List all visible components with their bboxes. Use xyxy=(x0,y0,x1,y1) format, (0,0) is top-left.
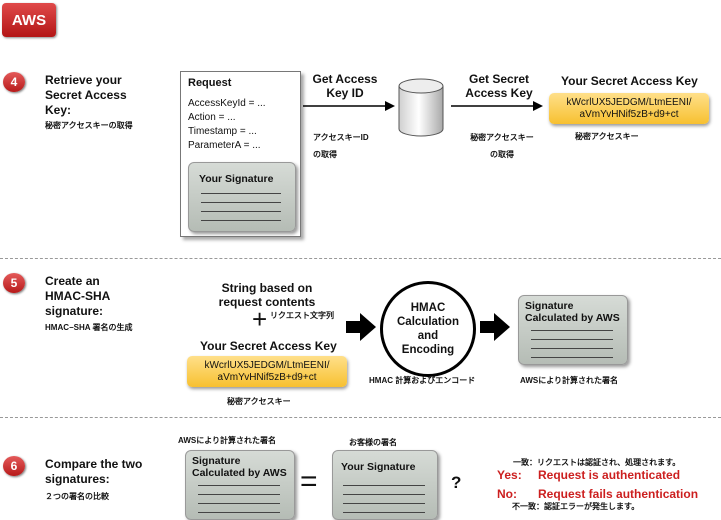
secret-key-card: kWcrlUX5JEDGM/LtmEENI/ aVmYvHNif5zB+d9+c… xyxy=(549,93,709,124)
request-line: AccessKeyId = ... xyxy=(188,98,266,109)
aws-signature-card: Signature Calculated by AWS xyxy=(518,295,628,365)
block-arrow-icon xyxy=(480,313,510,341)
step-5-title: Create an HMAC-SHA signature: xyxy=(45,274,111,318)
compare-aws-signature-label: Signature Calculated by AWS xyxy=(192,455,287,479)
equals-icon: = xyxy=(300,465,318,498)
right-signature-jp: お客様の署名 xyxy=(349,438,397,447)
compare-your-signature-card: Your Signature xyxy=(332,450,438,520)
request-title: Request xyxy=(188,77,232,89)
request-line: Action = ... xyxy=(188,112,236,123)
step-4-jp: 秘密アクセスキーの取得 xyxy=(45,121,133,130)
block-arrow-icon xyxy=(346,313,376,341)
step5-key-title: Your Secret Access Key xyxy=(200,339,337,353)
arrow1-jp: アクセスキーID の取得 xyxy=(313,133,369,159)
no-jp: 不一致：認証エラーが発生します。 xyxy=(512,502,640,511)
yes-jp: 一致：リクエストは認証され、処理されます。 xyxy=(513,458,681,467)
compare-your-signature-label: Your Signature xyxy=(341,461,416,473)
arrow1-label: Get Access Key ID xyxy=(312,72,378,100)
step-6-marker: 6 xyxy=(3,456,25,476)
step-6-title: Compare the two signatures: xyxy=(45,457,143,486)
step-6-jp: ２つの署名の比較 xyxy=(45,492,109,501)
step-5-marker: 5 xyxy=(3,273,25,293)
divider xyxy=(0,258,721,259)
no-text: Request fails authentication xyxy=(538,487,699,501)
step5-key-jp: 秘密アクセスキー xyxy=(227,397,291,406)
left-signature-jp: AWSにより計算された署名 xyxy=(178,436,277,445)
yes-label: Yes: xyxy=(497,468,522,482)
step-4-marker: 4 xyxy=(3,72,25,92)
divider xyxy=(0,417,721,418)
string-jp: リクエスト文字列 xyxy=(270,311,334,320)
plus-icon: + xyxy=(252,304,268,334)
hmac-calculation-node: HMAC Calculation and Encoding xyxy=(380,281,476,377)
request-signature-card: Your Signature xyxy=(188,162,296,232)
request-document: Request AccessKeyId = ... Action = ... T… xyxy=(180,71,301,237)
question-icon: ? xyxy=(451,473,462,492)
arrow2-jp: 秘密アクセスキー の取得 xyxy=(470,133,534,159)
aws-badge: AWS xyxy=(2,3,56,37)
aws-signature-jp: AWSにより計算された署名 xyxy=(520,376,619,385)
secret-key-jp: 秘密アクセスキー xyxy=(575,132,639,141)
no-label: No: xyxy=(497,487,517,501)
arrow2-label: Get Secret Access Key xyxy=(465,72,533,100)
compare-aws-signature-card: Signature Calculated by AWS xyxy=(185,450,295,520)
step-4-title: Retrieve your Secret Access Key: xyxy=(45,73,127,117)
step-5-jp: HMAC−SHA 署名の生成 xyxy=(45,323,133,332)
string-based-label: String based on request contents xyxy=(218,281,316,309)
signature-label: Your Signature xyxy=(199,173,274,185)
database-icon xyxy=(398,78,444,137)
step5-key-card: kWcrlUX5JEDGM/LtmEENI/ aVmYvHNif5zB+d9+c… xyxy=(187,356,347,387)
request-line: Timestamp = ... xyxy=(188,126,257,137)
request-line: ParameterA = ... xyxy=(188,140,261,151)
yes-text: Request is authenticated xyxy=(538,468,681,482)
arrow-right-icon xyxy=(451,101,543,111)
secret-key-title: Your Secret Access Key xyxy=(561,74,698,88)
arrow-right-icon xyxy=(303,101,395,111)
hmac-jp: HMAC 計算およびエンコード xyxy=(369,376,476,385)
aws-signature-label: Signature Calculated by AWS xyxy=(525,300,620,324)
